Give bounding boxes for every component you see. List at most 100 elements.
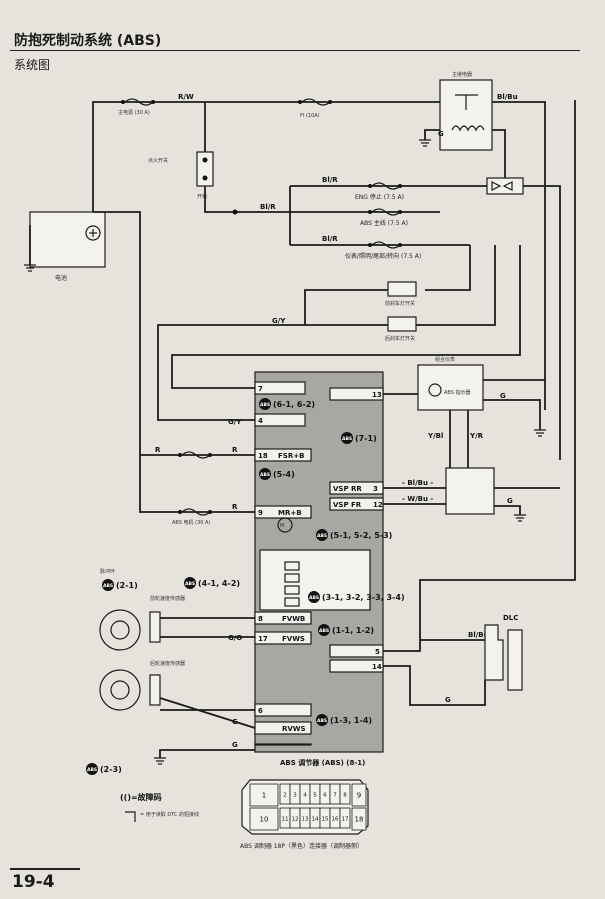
motor-m: M — [280, 523, 284, 529]
wire-front-sensor — [160, 617, 255, 638]
wire-label-yr: Y/R — [469, 432, 484, 440]
pin-13-num: 13 — [372, 391, 382, 399]
ref-4-1-badge: ABS — [185, 581, 195, 587]
wire-label-bibu-vsp: - Bl/Bu - — [402, 479, 433, 487]
pin-rvws-label: RVWS — [282, 725, 306, 733]
wire-label-r-motor: R — [232, 503, 238, 511]
fuse-meter-tail-label: 仪表/照明/尾部/转向 (7.5 A) — [345, 252, 421, 260]
connector-pin-cell — [351, 783, 367, 807]
connector-pin-number: 18 — [355, 816, 364, 824]
page-title: 防抱死制动系统 (ABS) — [14, 33, 162, 49]
front-sensor-label: 前轮速度传感器 — [150, 595, 185, 602]
ignition-switch-label: 点火开关 — [148, 157, 168, 164]
wire-label-rw: R/W — [178, 93, 194, 101]
wire-relay-out — [492, 101, 546, 410]
ground-icon-pin10 — [154, 757, 166, 765]
pin-7-num: 7 — [258, 385, 263, 393]
ground-icon-ecu — [514, 514, 526, 522]
front-brake-switch-label: 前刹车灯开关 — [385, 300, 415, 307]
combo-meter — [417, 364, 484, 411]
connector-pin-number: 1 — [262, 792, 266, 800]
ref-4-1: ABS(4-1, 4-2) — [184, 577, 240, 589]
connector-pin-number: 9 — [357, 792, 361, 800]
pin-3-label: VSP RR — [333, 485, 362, 493]
rear-brake-switch-label: 后刹车灯开关 — [385, 335, 415, 342]
connector-caption: ABS 调制器 18P（黑色）连接器（调制器侧） — [240, 842, 363, 850]
fuse-abs-main — [368, 208, 402, 216]
wire-label-gy: G/Y — [272, 317, 286, 325]
modulator-label: ABS 调节器 (ABS) (8-1) — [280, 758, 365, 767]
pin-tag-divider — [254, 743, 312, 746]
ref-1-1-badge: ABS — [319, 628, 329, 634]
pin-9-num: 9 — [258, 509, 263, 517]
wire-label-bibu-dlc: Bl/Bu — [468, 631, 489, 639]
connector-pin-number: 7 — [333, 793, 337, 799]
pin-18-label: FSR+B — [278, 452, 304, 460]
rear-tone-ring — [99, 669, 141, 711]
wire-label-r-fsr: R — [155, 446, 161, 454]
title-divider — [10, 50, 580, 51]
ref-4-1-text: (4-1, 4-2) — [198, 579, 240, 588]
wire-ecu-right — [494, 487, 560, 515]
ref-1-3-text: (1-3, 1-4) — [330, 716, 372, 725]
fuse-main-label: 主电源 (30 A) — [118, 109, 150, 116]
ref-2-1-badge: ABS — [103, 583, 113, 589]
wire-label-bibu-top: Bl/Bu — [497, 93, 518, 101]
relay-coil-icon — [451, 125, 485, 132]
pin-14-num: 14 — [372, 663, 382, 671]
wire-front-brake — [275, 289, 388, 326]
dlc-mate — [507, 629, 523, 691]
ref-3-1: ABS(3-1, 3-2, 3-3, 3-4) — [308, 591, 405, 603]
tone-ring-label: 脉冲环 — [100, 568, 115, 575]
connector-pin-number: 2 — [283, 793, 287, 799]
connector-pin-number: 13 — [302, 817, 309, 823]
legend-fault-code: (()=故障码 — [120, 792, 162, 802]
pin-3-num: 3 — [373, 485, 378, 493]
wire-label-bir-1: Bl/R — [322, 176, 338, 184]
fuse-eng-stop — [368, 182, 402, 190]
ref-5-4: ABS(5-4) — [259, 468, 295, 480]
ref-7-1-badge: ABS — [342, 436, 352, 442]
wire-brake-feed — [425, 245, 471, 291]
wire-label-g-ecu: G — [507, 497, 513, 505]
ref-2-3: ABS(2-3) — [86, 763, 122, 775]
valve-icons — [284, 561, 300, 607]
ref-6-1-badge: ABS — [260, 402, 270, 408]
connector-pin-number: 8 — [343, 793, 347, 799]
wire-ground-pin10 — [159, 749, 255, 758]
ref-1-1: ABS(1-1, 1-2) — [318, 624, 374, 636]
connector-pin-number: 4 — [303, 793, 307, 799]
wire-label-g-dlc: G — [445, 696, 451, 704]
connector-pin-number: 17 — [342, 817, 349, 823]
wire-diode-out — [523, 185, 561, 460]
connector-pin-number: 12 — [292, 817, 299, 823]
pin-8-label: FVWB — [282, 615, 305, 623]
pin-17-label: FVWS — [282, 635, 305, 643]
front-tone-ring — [99, 609, 141, 651]
diode-icon — [491, 181, 513, 191]
wire-label-g-relay: G — [438, 130, 444, 138]
ignition-sub-label: 开锁 — [197, 193, 207, 200]
connector-pin-number: 16 — [332, 817, 339, 823]
wire-battery-abs-motor — [93, 211, 255, 513]
wire-dlc-main — [383, 100, 576, 652]
ground-icon-meter — [534, 429, 546, 437]
connector-pin-number: 3 — [293, 793, 297, 799]
connector-pin-number: 15 — [322, 817, 329, 823]
wire-label-r-fsr2: R — [232, 446, 238, 454]
wire-ignition-out — [204, 186, 290, 213]
wire-main-power — [92, 101, 440, 212]
battery-label: 电池 — [55, 274, 67, 282]
legend-dtc-note: = 用于读取 DTC 的短接线 — [140, 811, 199, 818]
wire-label-yb: Y/Bl — [427, 432, 443, 440]
combo-meter-label: 组合仪表 — [435, 356, 455, 363]
connector-pin-cell — [351, 807, 367, 831]
pin-8-num: 8 — [258, 615, 263, 623]
wire-rear-sensor — [159, 697, 256, 729]
ref-2-1-text: (2-1) — [116, 581, 138, 590]
connector-pin-cell — [339, 783, 351, 805]
wire-pin7 — [171, 245, 521, 389]
pin-12-num: 12 — [373, 501, 383, 509]
